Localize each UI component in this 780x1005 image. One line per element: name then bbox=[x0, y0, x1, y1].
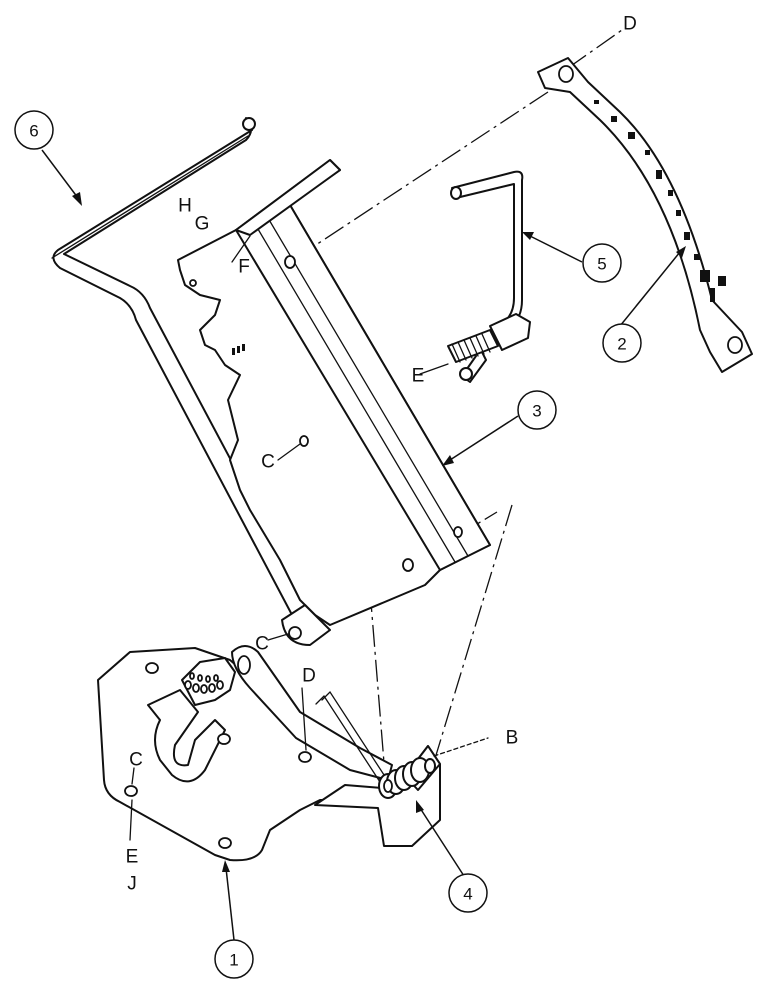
bracket-detent-marks bbox=[232, 344, 245, 355]
callout-3-label: 3 bbox=[532, 402, 541, 421]
part-1-base-plate bbox=[97, 645, 441, 862]
callout-6-label: 6 bbox=[29, 122, 38, 141]
callout-4: 4 bbox=[448, 873, 488, 913]
callout-1-label: 1 bbox=[229, 951, 238, 970]
reference-letters: D H G F E C C D B C E J bbox=[126, 14, 637, 895]
letter-d-base: D bbox=[302, 666, 316, 687]
part-2-curved-strap bbox=[537, 57, 753, 373]
callout-6: 6 bbox=[14, 110, 54, 150]
letter-j: J bbox=[127, 874, 137, 895]
letter-d-top: D bbox=[623, 14, 637, 35]
callout-2: 2 bbox=[602, 323, 642, 363]
letter-g: G bbox=[195, 214, 210, 235]
letter-h: H bbox=[178, 196, 192, 217]
letter-e-rod: E bbox=[412, 366, 425, 387]
part-4-spring bbox=[315, 690, 436, 799]
callout-2-label: 2 bbox=[617, 335, 626, 354]
strap-slots bbox=[594, 100, 726, 302]
part-3-bracket bbox=[177, 159, 491, 646]
letter-f: F bbox=[238, 257, 250, 278]
letter-c-mid: C bbox=[261, 452, 275, 473]
callout-3: 3 bbox=[517, 390, 557, 430]
callout-5: 5 bbox=[582, 243, 622, 283]
base-detent-holes bbox=[184, 672, 224, 694]
letter-c-low: C bbox=[255, 634, 269, 655]
letter-b: B bbox=[506, 728, 519, 749]
part-5-handle-bolt bbox=[447, 170, 531, 383]
leader-lines bbox=[41, 149, 686, 941]
callout-4-label: 4 bbox=[463, 885, 472, 904]
letter-c-base: C bbox=[129, 750, 143, 771]
callout-1: 1 bbox=[214, 939, 254, 979]
letter-e-base: E bbox=[126, 847, 139, 868]
bolt-threads bbox=[447, 329, 499, 363]
callout-5-label: 5 bbox=[597, 255, 606, 274]
